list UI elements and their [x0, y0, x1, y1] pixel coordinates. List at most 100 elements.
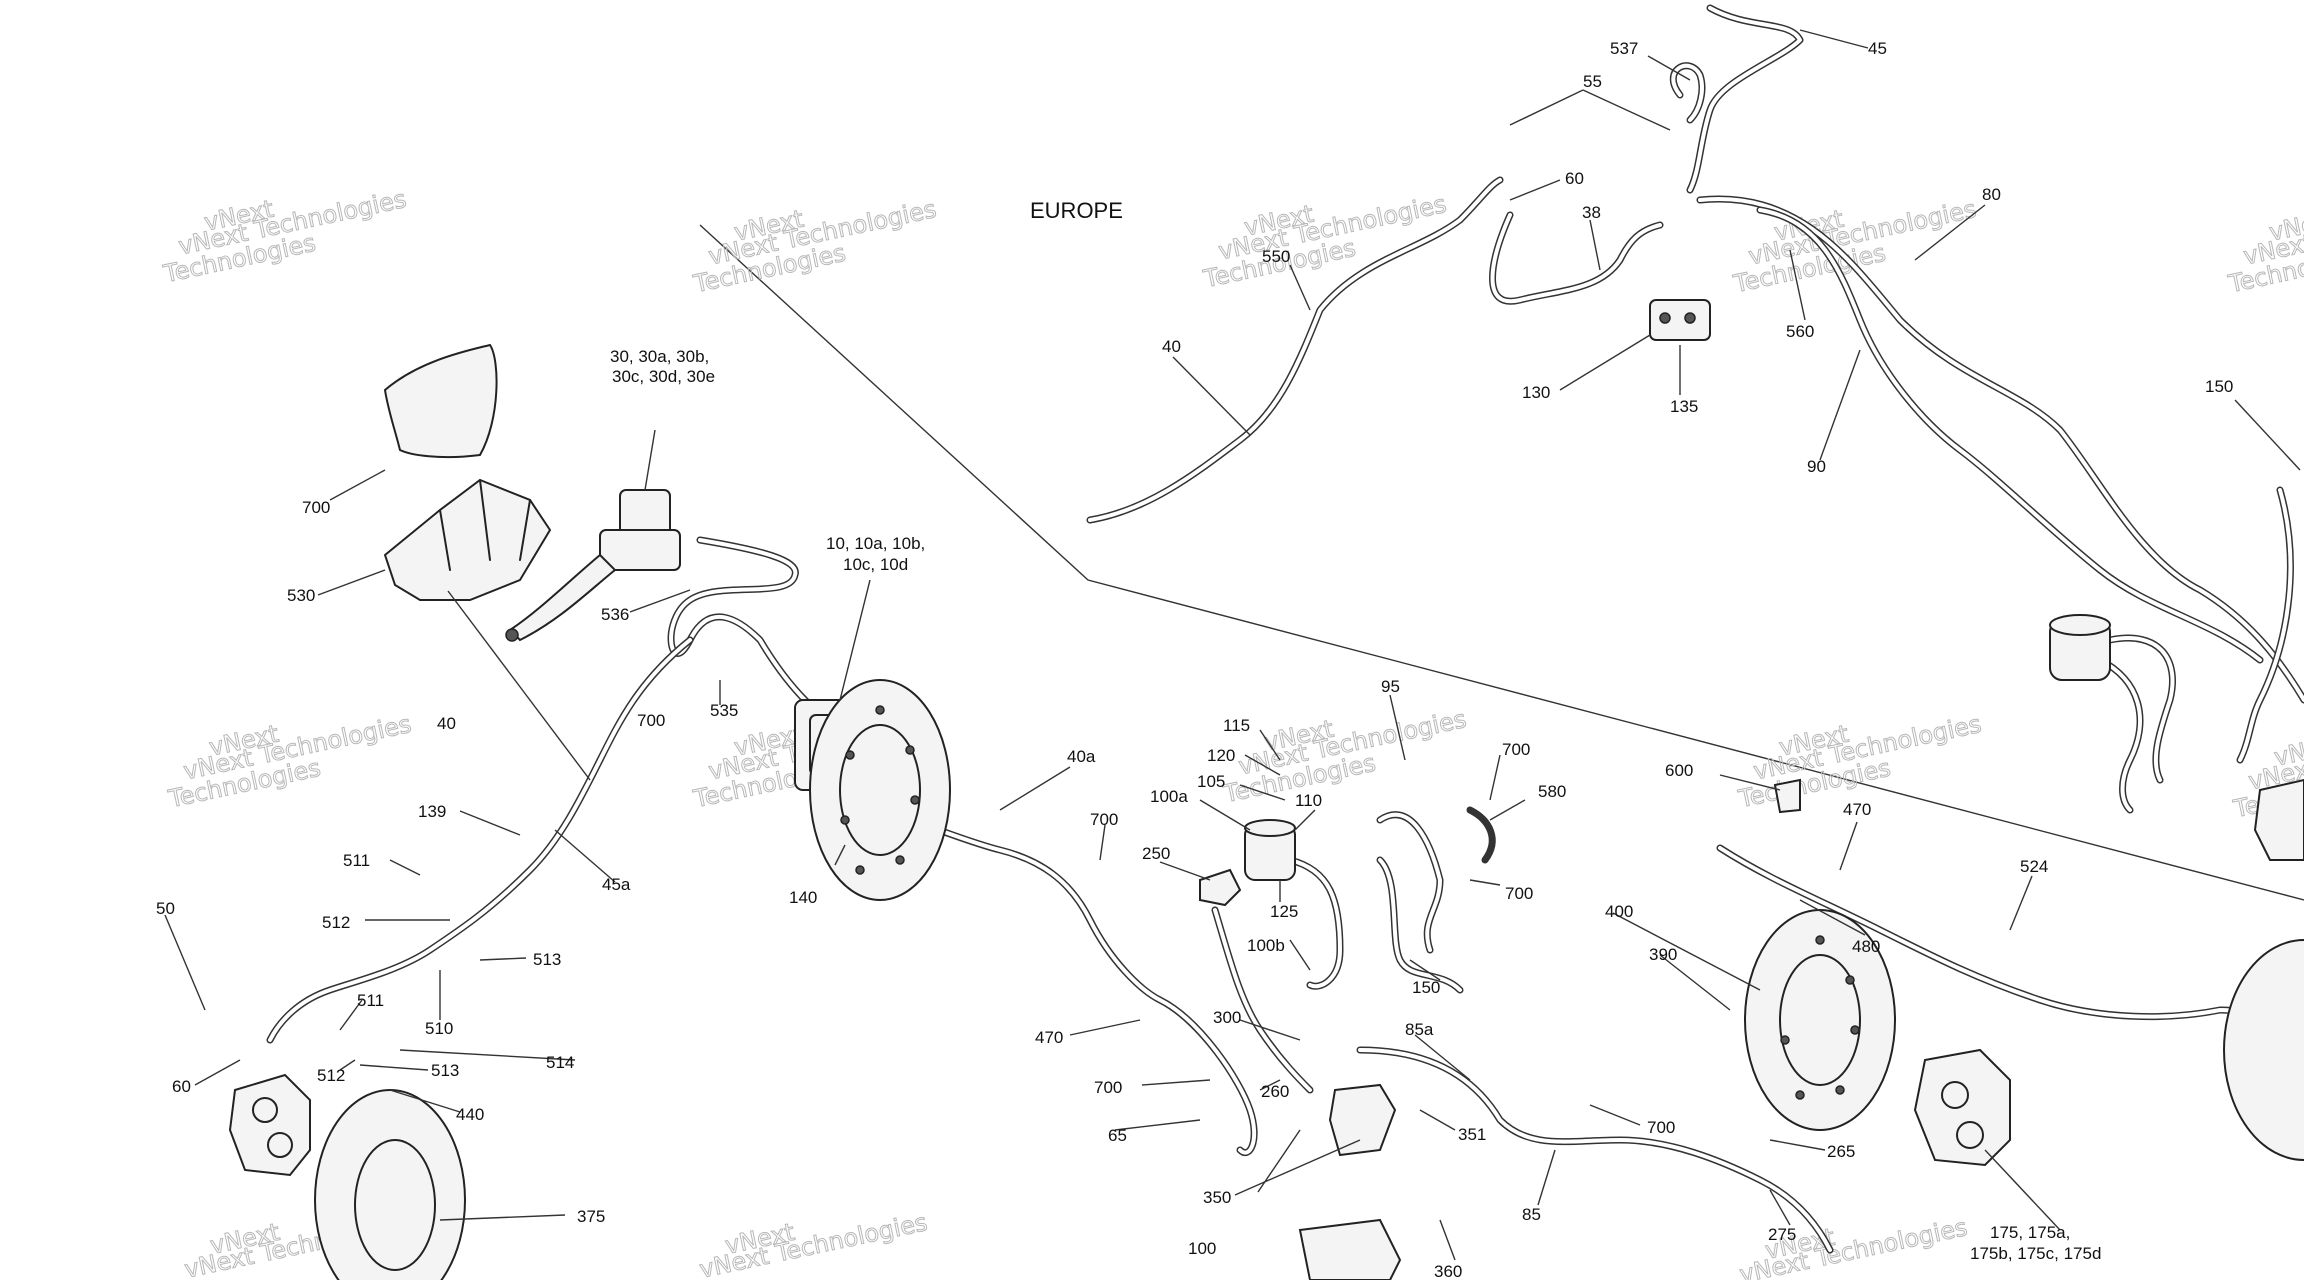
callout-275: 275 [1768, 1225, 1796, 1244]
callout-60: 60 [1565, 169, 1584, 188]
callout-115: 115 [1223, 716, 1250, 735]
callout-700-clip: 700 [637, 711, 665, 730]
callout-60-left: 60 [172, 1077, 191, 1096]
callout-80: 80 [1982, 185, 2001, 204]
callout-700-clamp: 700 [1094, 1078, 1122, 1097]
callout-600: 600 [1665, 761, 1693, 780]
callout-40a: 40a [1067, 747, 1096, 766]
callout-100a: 100a [1150, 787, 1188, 806]
callout-38: 38 [1582, 203, 1601, 222]
callout-105: 105 [1197, 772, 1225, 791]
callout-120: 120 [1207, 746, 1235, 765]
callout-511-top: 511 [343, 851, 370, 870]
bracket-360 [1298, 1218, 1402, 1280]
callout-550: 550 [1262, 247, 1290, 266]
callout-470-right: 470 [1843, 800, 1871, 819]
callout-400: 400 [1605, 902, 1633, 921]
callout-175-line1: 175, 175a, [1990, 1223, 2070, 1242]
callout-40-top: 40 [1162, 337, 1181, 356]
callout-535: 535 [710, 701, 738, 720]
callout-512-bottom: 512 [317, 1066, 345, 1085]
callout-700-ring-2: 700 [1505, 884, 1533, 903]
leader-lines [164, 29, 2301, 1261]
reservoir-right [2049, 614, 2111, 681]
cover-530 [383, 478, 552, 601]
callout-360: 360 [1434, 1262, 1462, 1280]
callout-440: 440 [456, 1105, 484, 1124]
callout-513-top: 513 [533, 950, 561, 969]
reservoir-100a [1244, 819, 1296, 881]
callout-260: 260 [1261, 1082, 1289, 1101]
callout-140: 140 [789, 888, 817, 907]
callout-85a: 85a [1405, 1020, 1434, 1039]
callout-110: 110 [1295, 791, 1322, 810]
callout-30-line2: 30c, 30d, 30e [612, 367, 715, 386]
callout-175-line2: 175b, 175c, 175d [1970, 1244, 2101, 1263]
callout-40-mid: 40 [437, 714, 456, 733]
gasket-700 [383, 343, 498, 459]
region-label-europe: EUROPE [1030, 198, 1123, 223]
watermark-1: vNext vNext Technologies Technologies [160, 184, 409, 288]
abs-module-130 [1649, 299, 1711, 341]
brake-disc-front [809, 679, 951, 901]
callout-45: 45 [1868, 39, 1887, 58]
tag-600 [1773, 778, 1801, 814]
callout-530: 530 [287, 586, 315, 605]
caliper-rear-left [228, 1073, 311, 1177]
caliper-right-partial [2253, 778, 2304, 861]
callout-125: 125 [1270, 902, 1298, 921]
callout-390: 390 [1649, 945, 1677, 964]
callout-250: 250 [1142, 844, 1170, 863]
callout-10-line1: 10, 10a, 10b, [826, 534, 925, 553]
watermark-12: vNext vNext Technologies [697, 1208, 931, 1280]
hose-90 [1756, 206, 2264, 664]
brake-disc-rear-left [314, 1089, 466, 1280]
callout-700-hose: 700 [1090, 810, 1118, 829]
europe-divider [699, 224, 2304, 901]
callout-480: 480 [1852, 937, 1880, 956]
watermark-4: vNext vNext Technologies Technologies [1730, 194, 1979, 298]
hose-100b [1286, 856, 1344, 990]
callout-55: 55 [1583, 72, 1602, 91]
callout-130: 130 [1522, 383, 1550, 402]
callout-511-bottom: 511 [357, 991, 384, 1010]
watermark-2: vNext vNext Technologies Technologies [690, 194, 939, 298]
watermark-3: vNext vNext Technologies Technologies [1200, 189, 1449, 293]
callout-512-top: 512 [322, 913, 350, 932]
watermark-9: vNext vNext Technologies Technologies [1735, 709, 1984, 813]
callout-700-ring: 700 [1502, 740, 1530, 759]
callout-135: 135 [1670, 397, 1698, 416]
callout-45a: 45a [602, 875, 631, 894]
callout-375: 375 [577, 1207, 605, 1226]
brake-lever [508, 553, 617, 642]
brake-disc-right-partial [2223, 939, 2304, 1161]
callout-265: 265 [1827, 1142, 1855, 1161]
callout-139: 139 [418, 802, 446, 821]
callout-150-top: 150 [2205, 377, 2233, 396]
callout-700-tie: 700 [1647, 1118, 1675, 1137]
callout-536: 536 [601, 605, 629, 624]
callout-30-line1: 30, 30a, 30b, [610, 347, 709, 366]
callout-90: 90 [1807, 457, 1826, 476]
callout-100: 100 [1188, 1239, 1216, 1258]
components [228, 299, 2304, 1280]
callout-560: 560 [1786, 322, 1814, 341]
callout-100b: 100b [1247, 936, 1285, 955]
watermark-8: vNext vNext Technologies Technologies [1220, 704, 1469, 808]
hose-reservoir-right-2 [2096, 656, 2144, 814]
callout-300: 300 [1213, 1008, 1241, 1027]
callout-537: 537 [1610, 39, 1638, 58]
master-cylinder-100 [1328, 1083, 1397, 1157]
callout-513-bottom: 513 [431, 1061, 459, 1080]
callout-351: 351 [1458, 1125, 1486, 1144]
hose-580 [1466, 806, 1496, 864]
watermark-5: vNext vNext Technologies Technologies [2225, 194, 2304, 298]
callout-700-gasket: 700 [302, 498, 330, 517]
callout-65: 65 [1108, 1126, 1127, 1145]
callout-470-left: 470 [1035, 1028, 1063, 1047]
callout-510: 510 [425, 1019, 453, 1038]
callout-85: 85 [1522, 1205, 1541, 1224]
caliper-175 [1913, 1048, 2011, 1167]
